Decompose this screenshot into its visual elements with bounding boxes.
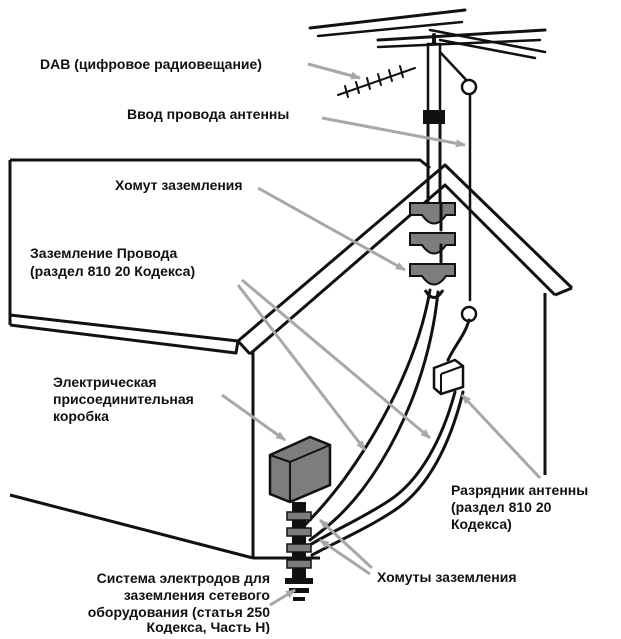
front-gable [237,163,574,343]
label-ground-clamps: Хомуты заземления [377,569,517,585]
electric-junction-box [268,435,332,504]
label-junction-box-line2: присоединительная [53,391,194,407]
arrow-clamps-a [318,518,374,570]
arrow-dab [307,62,361,80]
label-electrode-line2: заземления сетевого [124,587,270,603]
house-wall [251,293,547,560]
label-discharge-unit-line3: Кодекса) [451,516,512,532]
antenna [308,8,547,323]
wires [293,203,471,557]
label-junction-box-line3: коробка [53,408,109,424]
grounding-electrode [285,502,313,601]
house-structure [8,158,574,560]
arrow-electrode [269,588,296,607]
front-gable-inner [249,183,557,356]
arrow-lead-in [321,116,466,148]
arrow-clamps-b [319,538,371,576]
label-antenna-lead-in: Ввод провода антенны [127,106,289,122]
label-discharge-unit-line1: Разрядник антенны [451,482,588,498]
label-electrode-line4: Кодекса, Часть H) [147,619,270,634]
label-junction-box-line1: Электрическая [53,374,157,390]
arrow-ground-clamp [257,186,406,272]
callout-arrows [221,62,542,607]
label-discharge-unit-line2: (раздел 810 20 [451,499,552,515]
label-electrode-line3: оборудования (статья 250 [88,604,271,620]
antenna-discharge-unit [432,358,465,396]
label-ground-wire-line1: Заземление Провода [30,245,178,261]
label-ground-clamp: Хомут заземления [115,177,243,193]
label-electrode-line1: Система электродов для [97,570,270,586]
arrow-ground-wire-b [241,278,431,440]
ground-wire [293,288,432,537]
arrow-junction-box [221,393,286,442]
label-dab: DAB (цифровое радиовещание) [40,56,262,72]
arrow-ground-wire-a [236,284,367,451]
mast-ground-clamps [409,202,456,286]
label-ground-wire-line2: (раздел 810 20 Кодекса) [30,263,195,279]
dab-antenna [337,65,416,98]
arrow-discharge-unit [460,393,542,480]
